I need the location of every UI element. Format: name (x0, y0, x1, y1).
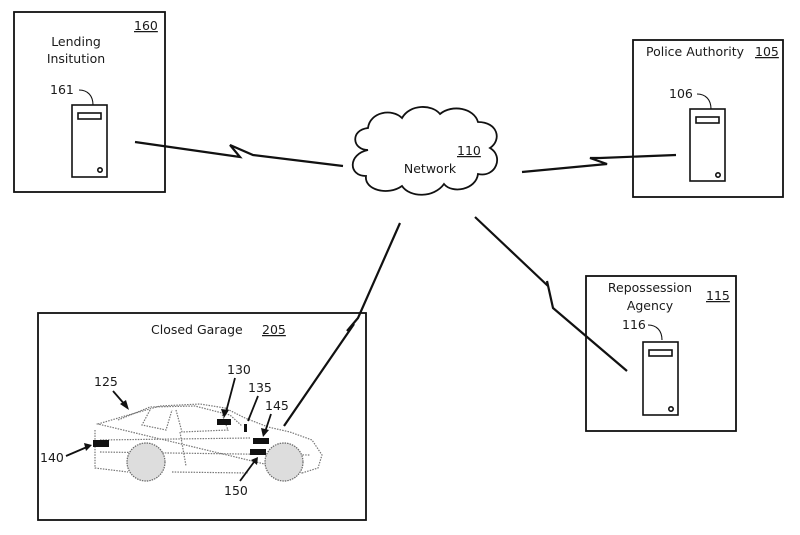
network-cloud: Network 110 (351, 106, 498, 196)
police-authority-label: Police Authority (646, 44, 745, 59)
link-vehicle-network (283, 222, 402, 427)
arrowhead-icon (251, 457, 258, 465)
repossession-agency-node: Repossession Agency 115 116 (585, 275, 737, 432)
repossession-agency-label-line1: Repossession (608, 280, 692, 295)
lending-institution-node: Lending Insitution 160 161 (13, 11, 166, 193)
component-150-arrow (239, 461, 255, 482)
lending-institution-ref: 160 (134, 18, 158, 33)
repossession-agency-box (585, 275, 737, 432)
component-135-arrow (247, 395, 259, 422)
link-lending-network (134, 140, 344, 168)
component-130-arrow (225, 377, 236, 413)
closed-garage-label: Closed Garage (151, 322, 243, 337)
repossession-server-ref: 116 (622, 317, 646, 332)
component-145 (253, 438, 269, 444)
rear-wheel (126, 442, 166, 482)
component-145-arrow (264, 413, 272, 433)
link-repossession-network (474, 216, 628, 372)
component-140 (93, 440, 109, 447)
police-authority-ref: 105 (755, 44, 779, 59)
component-135-ref: 135 (248, 380, 272, 395)
closed-garage-ref: 205 (262, 322, 286, 337)
closed-garage-node: Closed Garage 205 (37, 312, 367, 521)
repossession-agency-label-line2: Agency (627, 298, 674, 313)
component-140-arrow (65, 446, 88, 457)
closed-garage-box (37, 312, 367, 521)
component-150-ref: 150 (224, 483, 248, 498)
lending-server-leader-line (78, 89, 94, 106)
repossession-server-leader-line (647, 324, 663, 341)
arrowhead-icon (120, 400, 129, 410)
component-130 (217, 419, 231, 425)
server-icon (71, 104, 108, 178)
vehicle: 125 130 135 145 150 140 (40, 362, 323, 498)
arrowhead-icon (221, 409, 229, 418)
component-150 (250, 449, 266, 455)
arrowhead-icon (261, 428, 269, 437)
server-icon (642, 341, 679, 416)
link-police-network (521, 153, 677, 174)
cloud-icon (351, 106, 498, 196)
component-145-ref: 145 (265, 398, 289, 413)
lending-server-ref: 161 (50, 82, 74, 97)
police-authority-box (632, 39, 784, 198)
vehicle-ref: 125 (94, 374, 118, 389)
lending-institution-label-line2: Insitution (47, 51, 105, 66)
car-icon (94, 403, 323, 482)
component-130-ref: 130 (227, 362, 251, 377)
police-server-ref: 106 (669, 86, 693, 101)
component-140-ref: 140 (40, 450, 64, 465)
lending-institution-box (13, 11, 166, 193)
arrowhead-icon (84, 443, 92, 451)
component-135 (244, 424, 247, 432)
server-icon (689, 108, 726, 182)
network-ref: 110 (457, 143, 481, 158)
front-wheel (264, 442, 304, 482)
network-label: Network (404, 161, 457, 176)
repossession-agency-ref: 115 (706, 288, 730, 303)
police-server-leader-line (696, 93, 712, 110)
lending-institution-label-line1: Lending (51, 34, 101, 49)
police-authority-node: Police Authority 105 106 (632, 39, 784, 198)
